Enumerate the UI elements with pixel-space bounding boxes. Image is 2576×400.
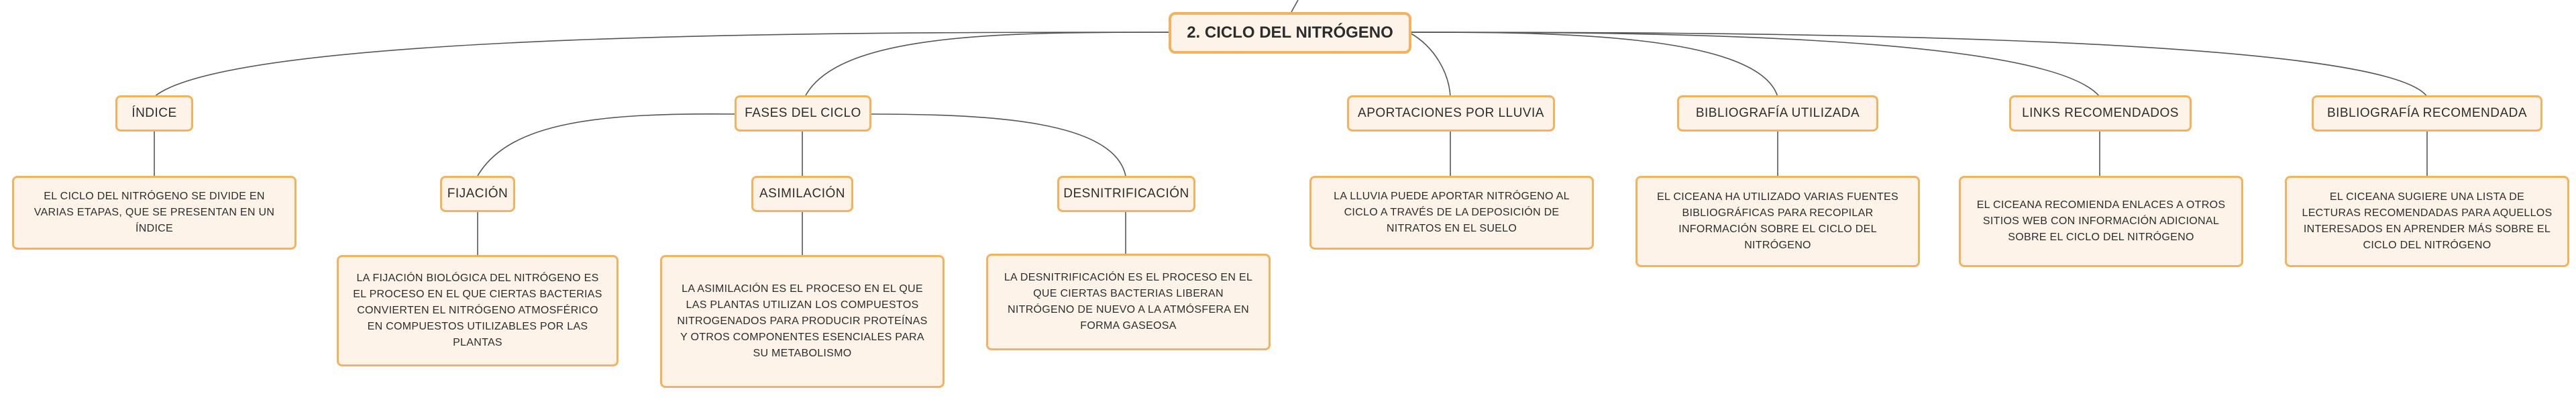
topic-indice[interactable]: ÍNDICE bbox=[115, 95, 193, 132]
desc-fijacion-text: LA FIJACIÓN BIOLÓGICA DEL NITRÓGENO ES E… bbox=[353, 272, 602, 348]
root-label: 2. CICLO DEL NITRÓGENO bbox=[1187, 23, 1393, 42]
desc-biblio-text: EL CICEANA HA UTILIZADO VARIAS FUENTES B… bbox=[1657, 191, 1898, 251]
topic-desnitrificacion[interactable]: DESNITRIFICACIÓN bbox=[1057, 176, 1195, 212]
topic-asimilacion-label: ASIMILACIÓN bbox=[759, 187, 845, 201]
desc-indice: EL CICLO DEL NITRÓGENO SE DIVIDE EN VARI… bbox=[12, 176, 297, 250]
topic-links-label: LINKS RECOMENDADOS bbox=[2022, 106, 2179, 120]
desc-lluvia: LA LLUVIA PUEDE APORTAR NITRÓGENO AL CIC… bbox=[1309, 176, 1594, 250]
desc-biblio: EL CICEANA HA UTILIZADO VARIAS FUENTES B… bbox=[1635, 176, 1920, 267]
desc-links: EL CICEANA RECOMIENDA ENLACES A OTROS SI… bbox=[1959, 176, 2243, 267]
topic-bibliografia-utilizada[interactable]: BIBLIOGRAFÍA UTILIZADA bbox=[1677, 95, 1878, 132]
topic-biblio-rec-label: BIBLIOGRAFÍA RECOMENDADA bbox=[2326, 106, 2528, 120]
desc-fijacion: LA FIJACIÓN BIOLÓGICA DEL NITRÓGENO ES E… bbox=[337, 255, 619, 366]
topic-aportaciones-por-lluvia[interactable]: APORTACIONES POR LLUVIA bbox=[1347, 95, 1555, 132]
desc-biblio-rec-text: EL CICEANA SUGIERE UNA LISTA DE LECTURAS… bbox=[2302, 191, 2553, 251]
desc-asimilacion-text: LA ASIMILACIÓN ES EL PROCESO EN EL QUE L… bbox=[677, 283, 928, 359]
topic-desnitrificacion-label: DESNITRIFICACIÓN bbox=[1063, 187, 1189, 201]
topic-indice-label: ÍNDICE bbox=[131, 106, 177, 120]
desc-biblio-rec: EL CICEANA SUGIERE UNA LISTA DE LECTURAS… bbox=[2285, 176, 2569, 267]
desc-indice-text: EL CICLO DEL NITRÓGENO SE DIVIDE EN VARI… bbox=[34, 191, 275, 234]
desc-links-text: EL CICEANA RECOMIENDA ENLACES A OTROS SI… bbox=[1976, 199, 2226, 243]
topic-bibliografia-recomendada[interactable]: BIBLIOGRAFÍA RECOMENDADA bbox=[2312, 95, 2542, 132]
desc-asimilacion: LA ASIMILACIÓN ES EL PROCESO EN EL QUE L… bbox=[660, 255, 945, 388]
topic-fases-label: FASES DEL CICLO bbox=[745, 106, 861, 120]
desc-desnitrificacion-text: LA DESNITRIFICACIÓN ES EL PROCESO EN EL … bbox=[1004, 272, 1253, 332]
topic-biblio-label: BIBLIOGRAFÍA UTILIZADA bbox=[1695, 106, 1860, 120]
topic-asimilacion[interactable]: ASIMILACIÓN bbox=[751, 176, 853, 212]
topic-fijacion[interactable]: FIJACIÓN bbox=[440, 176, 515, 212]
topic-fijacion-label: FIJACIÓN bbox=[447, 187, 508, 201]
topic-links-recomendados[interactable]: LINKS RECOMENDADOS bbox=[2009, 95, 2192, 132]
root-node[interactable]: 2. CICLO DEL NITRÓGENO bbox=[1169, 12, 1411, 54]
desc-lluvia-text: LA LLUVIA PUEDE APORTAR NITRÓGENO AL CIC… bbox=[1334, 191, 1570, 234]
topic-lluvia-label: APORTACIONES POR LLUVIA bbox=[1358, 106, 1544, 120]
desc-desnitrificacion: LA DESNITRIFICACIÓN ES EL PROCESO EN EL … bbox=[986, 254, 1271, 350]
topic-fases-del-ciclo[interactable]: FASES DEL CICLO bbox=[735, 95, 871, 132]
